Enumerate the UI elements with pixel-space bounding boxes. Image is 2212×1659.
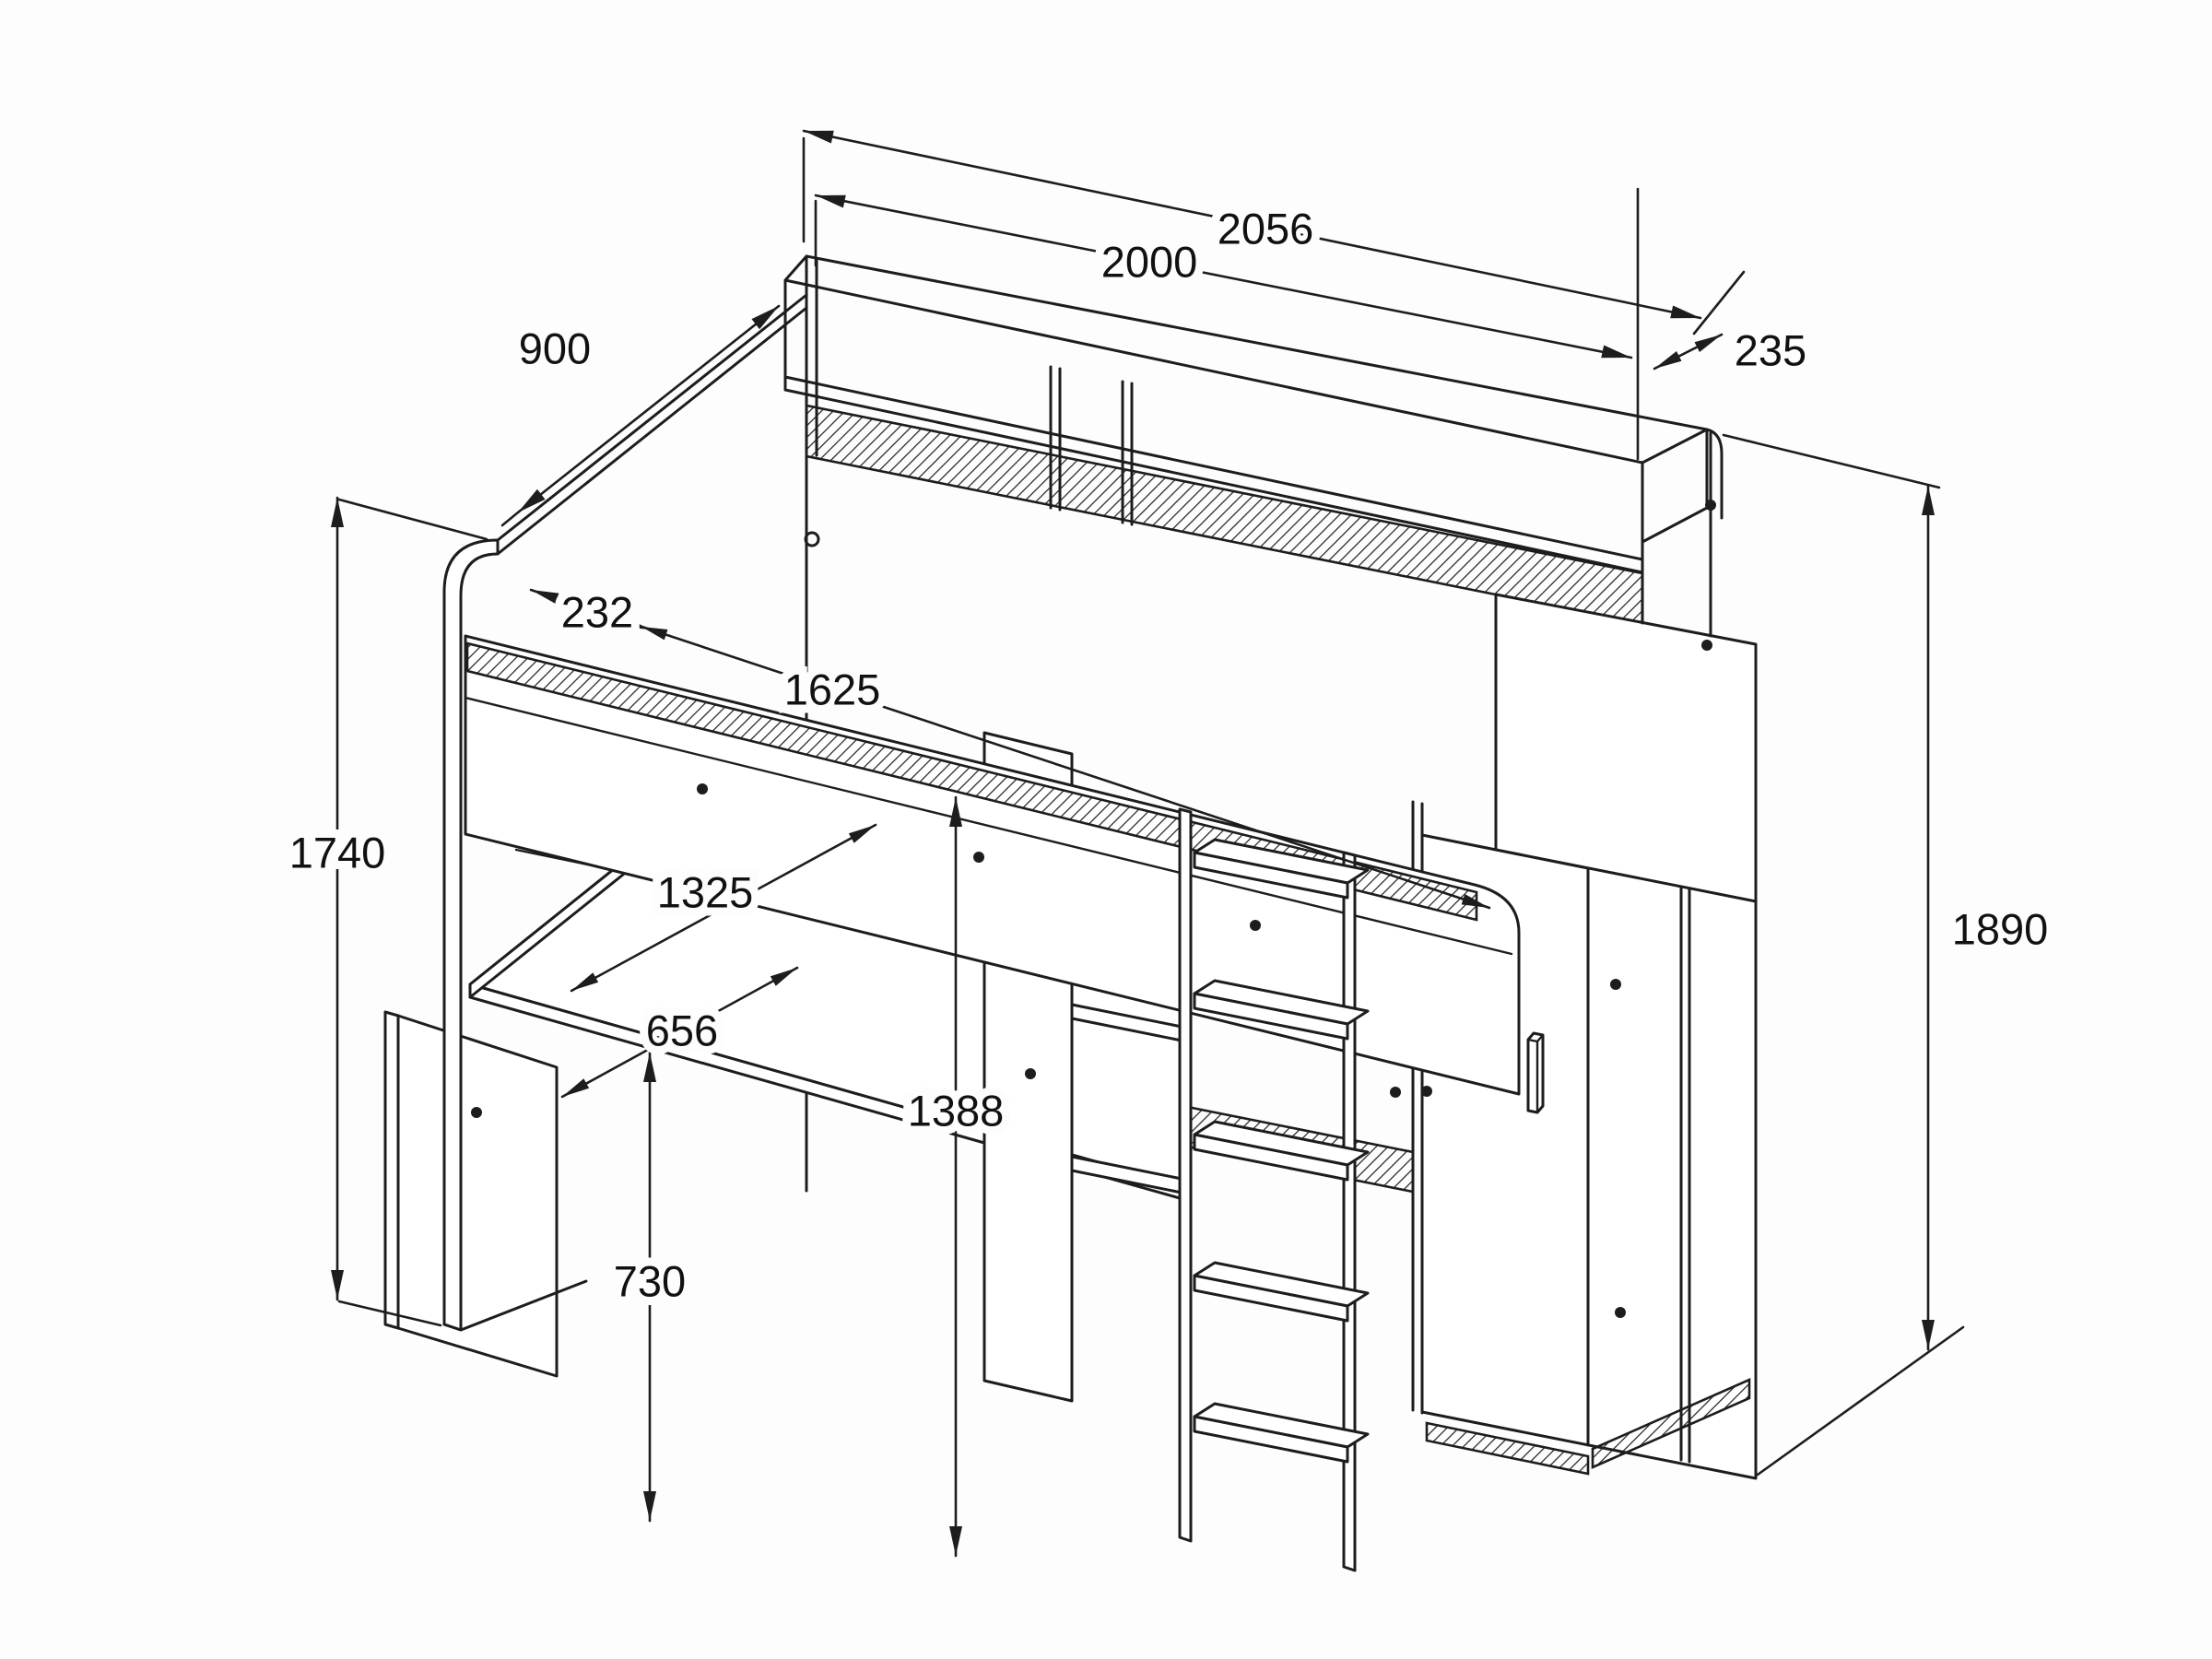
dimension-labels: 2056 2000 235 900 1740 232 1625 1325 656… (281, 196, 2057, 1314)
wardrobe-base-rail (1591, 1378, 1751, 1469)
headboard-post (442, 293, 808, 1332)
dim-line-rail (529, 588, 1491, 910)
ladder (1178, 807, 1370, 1572)
ladder-step (1193, 838, 1370, 1464)
desk-left-panel (383, 1010, 559, 1378)
dim-front-left-height: 1740 (289, 829, 386, 877)
dim-line-overall-length (802, 129, 1746, 335)
dim-line-desk-depth (560, 966, 799, 1099)
dim-under-bed-clearance: 1388 (908, 1087, 1005, 1135)
dim-guard-rail-opening: 1625 (784, 665, 881, 714)
dim-line-overall-height (1722, 433, 1965, 1477)
dim-bed-length: 2000 (1101, 238, 1198, 287)
wardrobe-plinth (1425, 1421, 1590, 1476)
dim-overall-height: 1890 (1952, 905, 2049, 954)
dim-overall-length: 2056 (1218, 205, 1314, 253)
dim-line-front-height (335, 496, 488, 1327)
ladder-right-upright (1342, 851, 1357, 1572)
dim-bed-depth: 900 (519, 324, 591, 373)
dim-desk-length: 1325 (657, 868, 754, 917)
dim-line-desk-length (570, 823, 877, 993)
dim-line-bed-length (814, 187, 1640, 461)
dim-desk-depth: 656 (646, 1006, 718, 1055)
dim-top-shelf-depth: 235 (1735, 326, 1806, 375)
bed-back-rail (805, 404, 1644, 626)
dim-desk-height: 730 (614, 1257, 686, 1306)
wardrobe-door-handle (1526, 1031, 1545, 1114)
cam-hole (804, 531, 820, 547)
wardrobe (1386, 431, 1758, 1480)
dim-headboard-section: 232 (561, 588, 633, 637)
ladder-left-upright (1178, 807, 1193, 1543)
dimension-lines (331, 129, 1965, 1558)
